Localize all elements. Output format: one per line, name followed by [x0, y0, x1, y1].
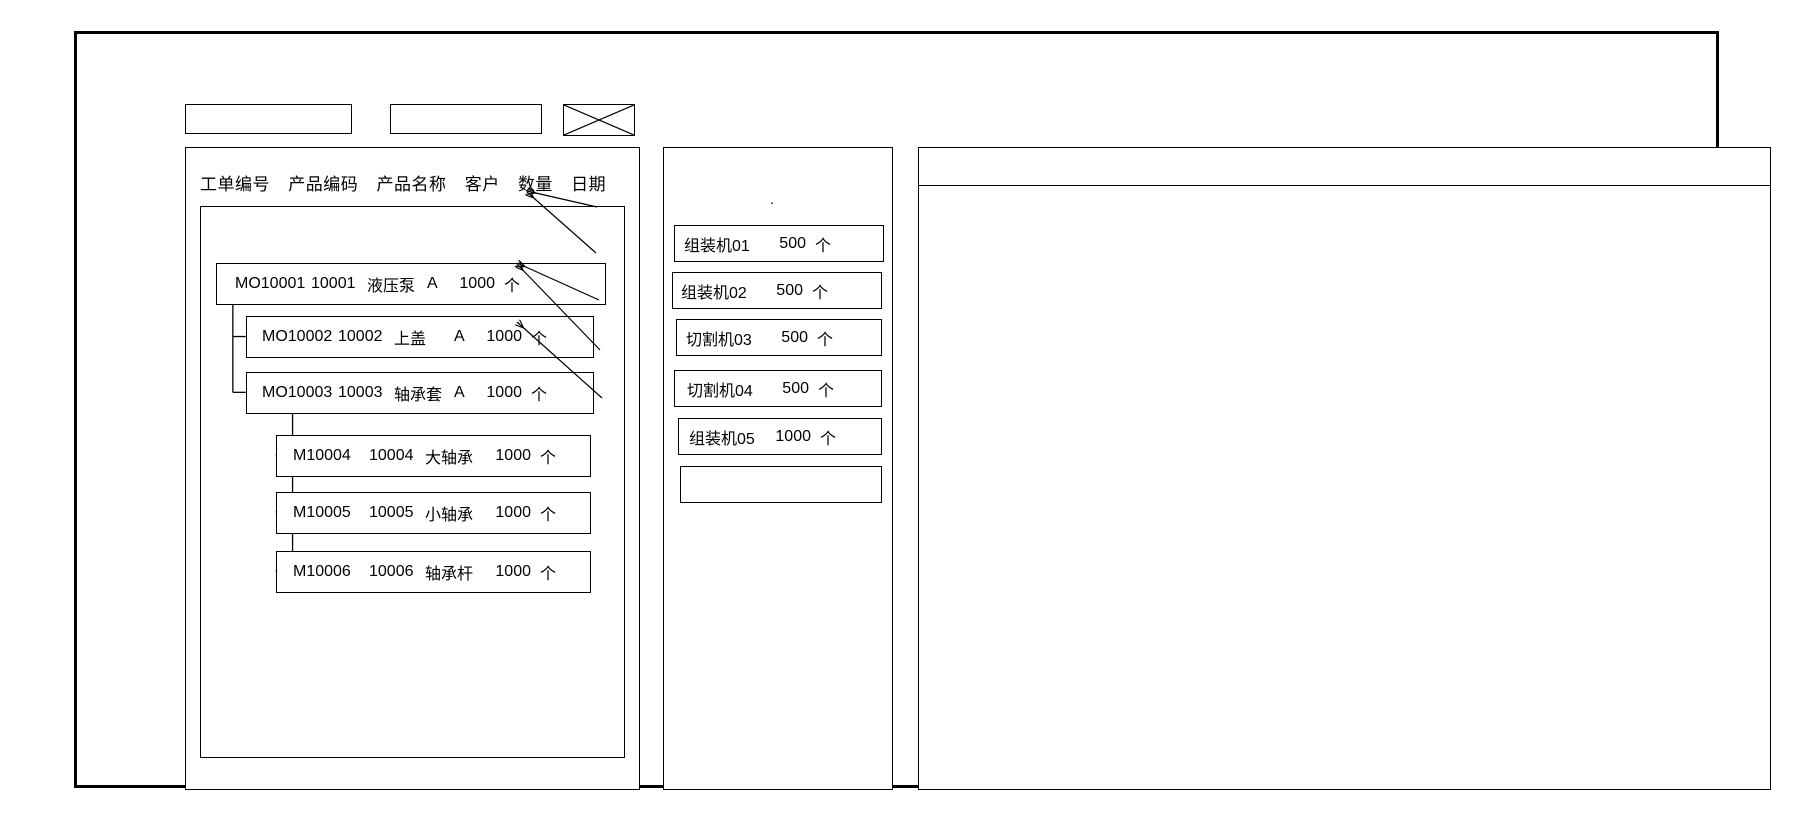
list-item-empty[interactable] — [680, 466, 882, 503]
cell-unit: 个 — [531, 387, 548, 404]
column-header-quantity: 数量 — [517, 175, 553, 194]
work-order-column-headers: 工单编号 产品编码 产品名称 客户 数量 日期 — [200, 170, 606, 195]
machine-name: 切割机03 — [686, 331, 752, 349]
toolbar-field-1[interactable] — [185, 104, 352, 134]
column-header-product-name: 产品名称 — [376, 175, 447, 194]
table-row[interactable]: M10004 10004 大轴承 1000 个 — [276, 435, 591, 477]
cell-product-code: 10005 — [369, 504, 414, 521]
cell-product-name: 轴承杆 — [425, 566, 474, 583]
cell-work-order: M10004 — [293, 447, 351, 464]
cell-product-code: 10003 — [338, 384, 383, 401]
cell-product-code: 10001 — [311, 275, 356, 292]
cell-unit: 个 — [540, 507, 557, 524]
cell-unit: 个 — [504, 278, 521, 295]
cell-product-code: 10004 — [369, 447, 414, 464]
column-header-customer: 客户 — [464, 175, 500, 194]
column-header-product-code: 产品编码 — [288, 175, 359, 194]
detail-panel — [918, 147, 1771, 790]
cell-quantity: 1000 — [495, 504, 531, 521]
machine-panel: . 组装机01 500 个 组装机02 500 个 切割机03 500 个 切割… — [663, 147, 893, 790]
cell-product-code: 10006 — [369, 563, 414, 580]
column-header-work-order: 工单编号 — [200, 175, 270, 194]
machine-quantity: 500 — [779, 234, 806, 252]
cell-work-order: M10006 — [293, 563, 351, 580]
cell-product-code: 10002 — [338, 328, 383, 345]
cell-work-order: MO10003 — [262, 384, 333, 401]
machine-quantity: 500 — [782, 379, 809, 397]
cross-icon — [564, 105, 634, 135]
cell-work-order: MO10001 — [235, 275, 306, 292]
cell-work-order: M10005 — [293, 504, 351, 521]
machine-quantity: 500 — [781, 328, 808, 346]
machine-unit: 个 — [815, 237, 832, 255]
panel-marker: . — [770, 191, 775, 208]
cell-product-name: 大轴承 — [425, 450, 474, 467]
cell-customer: A — [454, 384, 465, 401]
cell-unit: 个 — [531, 331, 548, 348]
machine-unit: 个 — [820, 430, 837, 448]
work-order-tree: MO10001 10001 液压泵 A 1000 个 MO10002 10002… — [200, 206, 625, 758]
machine-name: 组装机05 — [689, 430, 755, 448]
machine-unit: 个 — [812, 284, 829, 302]
table-row[interactable]: MO10002 10002 上盖 A 1000 个 — [246, 316, 594, 358]
list-item[interactable]: 组装机01 500 个 — [674, 225, 884, 262]
machine-name: 组装机01 — [684, 237, 750, 255]
machine-unit: 个 — [818, 382, 835, 400]
cell-quantity: 1000 — [495, 447, 531, 464]
image-placeholder-icon[interactable] — [563, 104, 635, 136]
machine-name: 组装机02 — [681, 284, 747, 302]
work-order-panel: 工单编号 产品编码 产品名称 客户 数量 日期 — [185, 147, 640, 790]
table-row[interactable]: M10005 10005 小轴承 1000 个 — [276, 492, 591, 534]
table-row[interactable]: MO10001 10001 液压泵 A 1000 个 — [216, 263, 606, 305]
cell-quantity: 1000 — [486, 328, 522, 345]
list-item[interactable]: 切割机04 500 个 — [674, 370, 882, 407]
cell-customer: A — [454, 328, 465, 345]
machine-quantity: 1000 — [775, 427, 811, 445]
detail-panel-body — [919, 186, 1770, 789]
detail-panel-header — [919, 148, 1770, 186]
list-item[interactable]: 切割机03 500 个 — [676, 319, 882, 356]
cell-product-name: 轴承套 — [394, 387, 443, 404]
machine-unit: 个 — [817, 331, 834, 349]
cell-quantity: 1000 — [495, 563, 531, 580]
cell-product-name: 小轴承 — [425, 507, 474, 524]
cell-unit: 个 — [540, 450, 557, 467]
cell-work-order: MO10002 — [262, 328, 333, 345]
cell-product-name: 上盖 — [394, 331, 427, 348]
cell-customer: A — [427, 275, 438, 292]
cell-quantity: 1000 — [459, 275, 495, 292]
machine-quantity: 500 — [776, 281, 803, 299]
cell-quantity: 1000 — [486, 384, 522, 401]
application-window: 工单编号 产品编码 产品名称 客户 数量 日期 — [74, 31, 1771, 790]
toolbar-field-2[interactable] — [390, 104, 542, 134]
machine-name: 切割机04 — [687, 382, 753, 400]
list-item[interactable]: 组装机02 500 个 — [672, 272, 882, 309]
cell-unit: 个 — [540, 566, 557, 583]
table-row[interactable]: MO10003 10003 轴承套 A 1000 个 — [246, 372, 594, 414]
cell-product-name: 液压泵 — [367, 278, 416, 295]
table-row[interactable]: M10006 10006 轴承杆 1000 个 — [276, 551, 591, 593]
list-item[interactable]: 组装机05 1000 个 — [678, 418, 882, 455]
column-header-date: 日期 — [571, 175, 607, 194]
